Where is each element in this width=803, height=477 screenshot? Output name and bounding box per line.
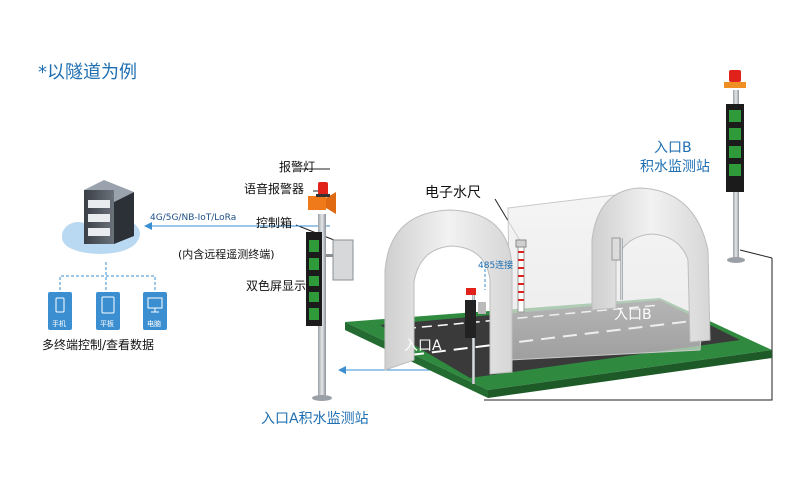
tunnel [384,187,711,375]
control-box-note: (内含远程遥测终端) [178,248,275,261]
rs485-label: 485连接 [478,261,514,271]
device-label-tablet: 平板 [100,320,114,328]
road-label-b: 入口B [614,307,652,323]
monitor-icon [147,297,163,313]
entrance-b-label-line1: 入口B [654,140,692,156]
network-label: 4G/5G/NB-IoT/LoRa [150,213,237,223]
control-box-shape [332,239,354,281]
speaker-icon [308,196,326,210]
page-title: *以隧道为例 [38,62,137,83]
multi-terminal-label: 多终端控制/查看数据 [42,338,155,352]
road-label-a: 入口A [404,338,442,354]
cloud-server [62,180,140,254]
tablet-icon [101,296,115,314]
alarm-light-label: 报警灯 [279,160,316,174]
alarm-light-icon [318,182,328,196]
device-label-computer: 电脑 [147,320,161,328]
phone-icon [55,297,65,313]
station-b-pole [724,70,746,263]
electronic-ruler-label: 电子水尺 [425,185,481,201]
station-b-cable [484,258,773,401]
server-icon [84,180,134,244]
device-label-phone: 手机 [52,320,66,328]
small-station-a [465,288,486,384]
electronic-water-ruler [515,239,527,313]
voice-alarm-label: 语音报警器 [244,182,305,196]
small-station-b [611,237,623,300]
entrance-b-label-line2: 积水监测站 [640,159,710,175]
terminal-devices [48,262,167,330]
control-box-label: 控制箱 [256,216,293,230]
station-a-pole [306,182,354,401]
station-a-label: 入口A积水监测站 [261,411,369,427]
dual-screen-label: 双色屏显示 [246,279,307,293]
